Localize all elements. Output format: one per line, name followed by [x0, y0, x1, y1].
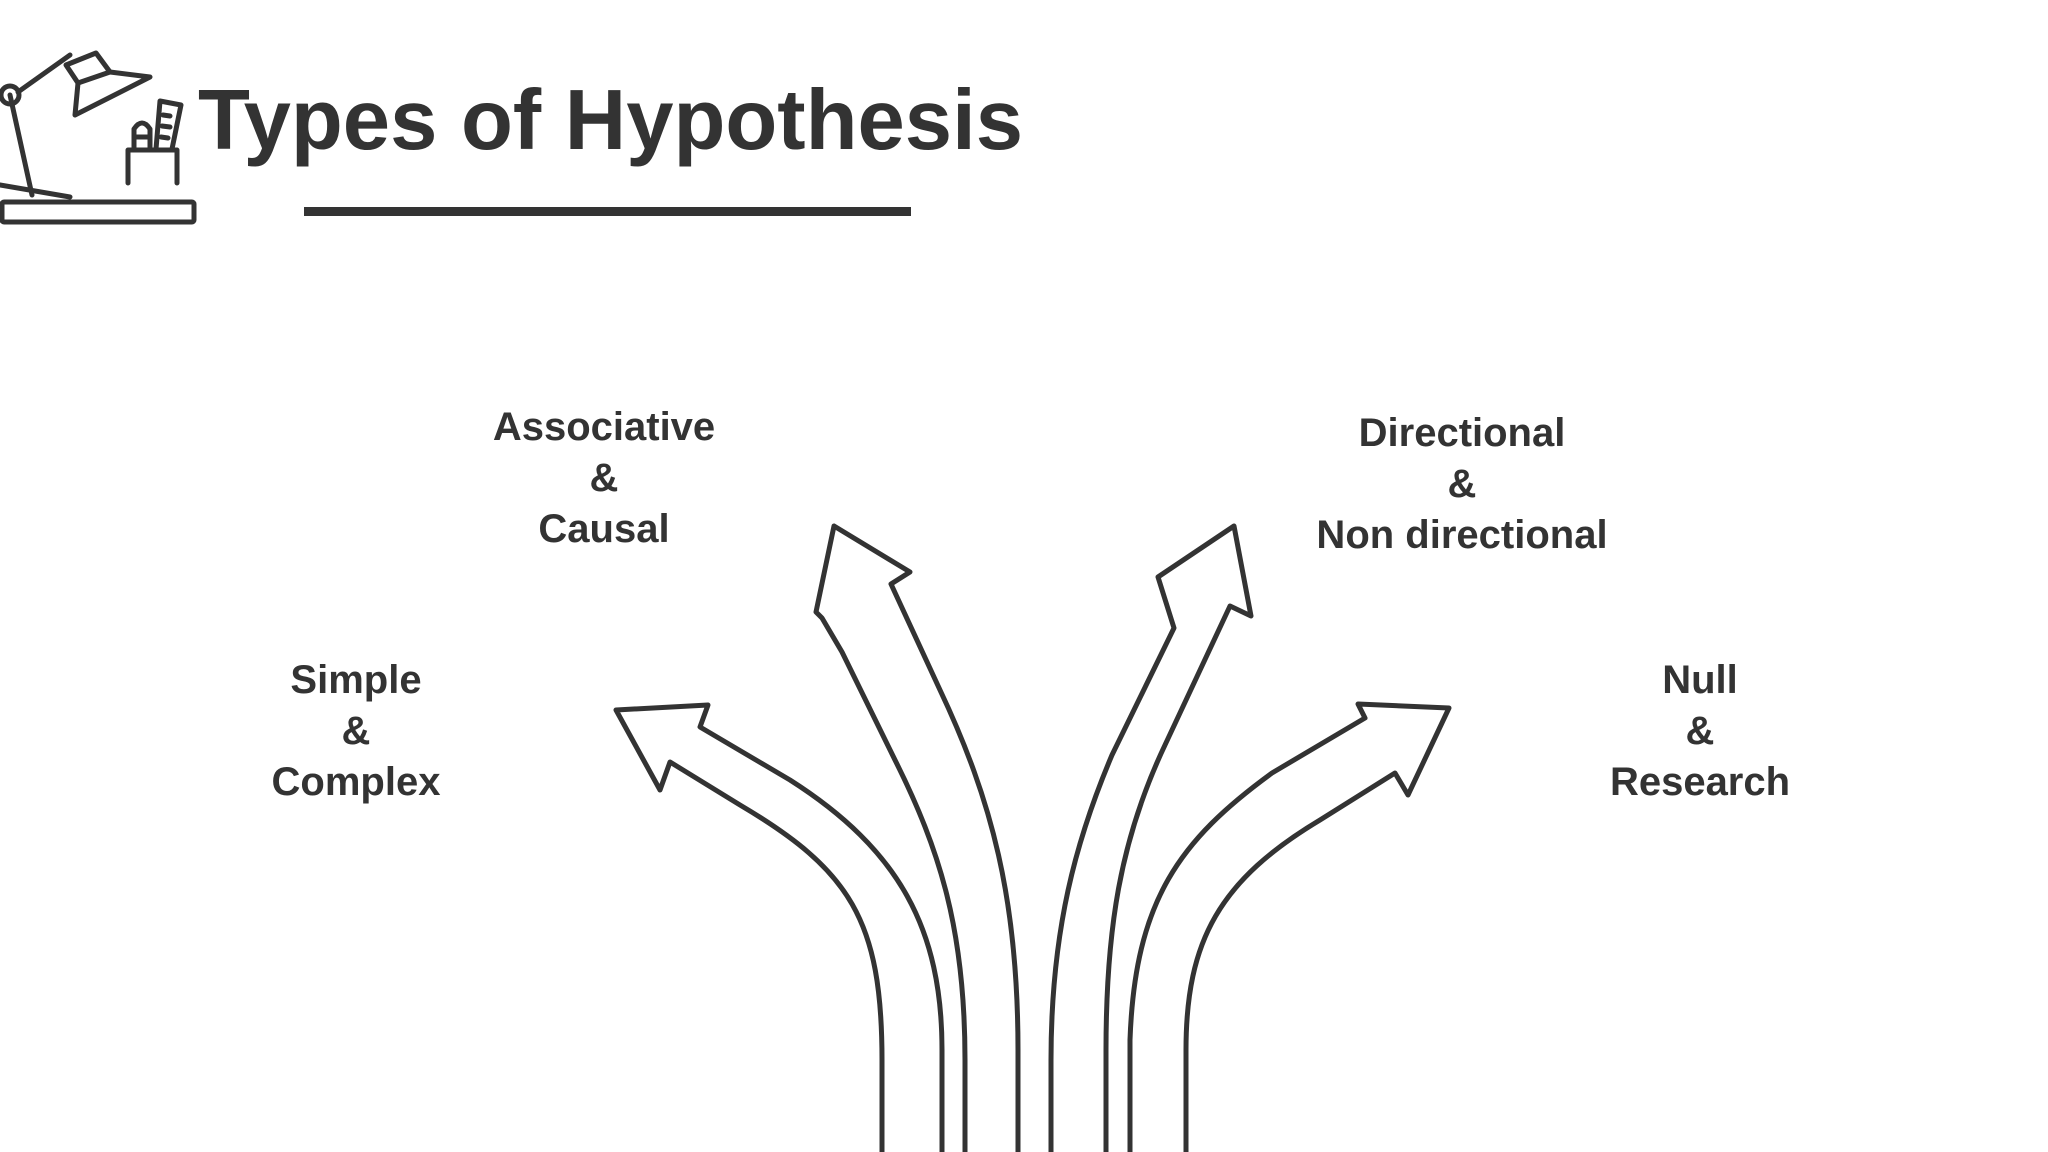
- label-line: &: [341, 709, 371, 753]
- label-null-research: Null & Research: [1610, 655, 1790, 808]
- label-simple-complex: Simple & Complex: [272, 655, 441, 808]
- label-line: &: [589, 456, 619, 500]
- label-line: Simple: [290, 658, 422, 702]
- label-line: Complex: [271, 760, 441, 804]
- arrow-simple-complex: [613, 702, 945, 1152]
- label-line: Associative: [492, 405, 716, 449]
- label-line: Non directional: [1316, 513, 1608, 557]
- page-title: Types of Hypothesis: [198, 73, 1023, 168]
- label-associative-causal: Associative & Causal: [493, 402, 715, 555]
- label-line: Research: [1609, 760, 1791, 804]
- arrow-associative-causal: [813, 523, 1021, 1152]
- title-underline: [304, 207, 911, 216]
- label-line: Directional: [1358, 411, 1566, 455]
- label-line: &: [1685, 709, 1715, 753]
- label-line: Null: [1662, 658, 1738, 702]
- desk-lamp-icon: [0, 50, 197, 225]
- arrow-null-research: [1127, 701, 1452, 1152]
- label-directional: Directional & Non directional: [1316, 408, 1607, 561]
- label-line: &: [1447, 462, 1477, 506]
- arrow-directional: [1048, 523, 1254, 1152]
- label-line: Causal: [538, 507, 670, 551]
